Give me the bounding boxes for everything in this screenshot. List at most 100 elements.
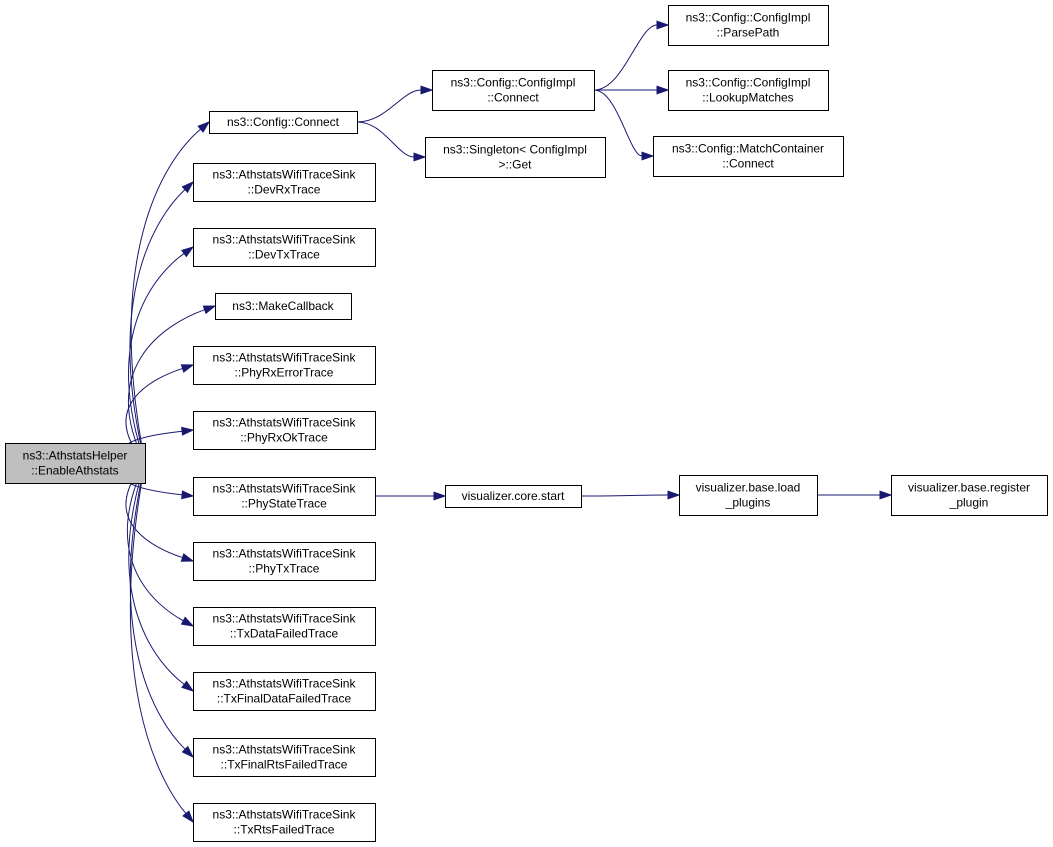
arrowhead-root-to-txrts <box>182 810 194 824</box>
edge-vizstart-to-vizload <box>580 494 669 497</box>
arrowhead-connect-to-cfgimplconnect <box>420 85 434 95</box>
node-label-phyrxerr-0: ns3::AthstatsWifiTraceSink <box>213 351 357 365</box>
node-vizstart[interactable]: visualizer.core.start <box>445 485 582 508</box>
node-box-matchconnect[interactable] <box>653 136 844 177</box>
node-txfinaldata[interactable]: ns3::AthstatsWifiTraceSink::TxFinalDataF… <box>193 672 376 711</box>
nodes-layer: ns3::AthstatsHelper::EnableAthstatsns3::… <box>5 5 1048 842</box>
node-box-vizregister[interactable] <box>891 475 1048 516</box>
node-label-singleton-1: >::Get <box>498 158 532 172</box>
node-label-vizstart-0: visualizer.core.start <box>462 489 565 503</box>
node-parsepath[interactable]: ns3::Config::ConfigImpl::ParsePath <box>668 5 829 46</box>
arrowhead-root-to-txdatafail <box>180 616 195 627</box>
node-devrx[interactable]: ns3::AthstatsWifiTraceSink::DevRxTrace <box>193 163 376 202</box>
node-label-phyrxerr-1: ::PhyRxErrorTrace <box>235 366 334 380</box>
node-label-makecb-0: ns3::MakeCallback <box>232 299 334 313</box>
node-box-singleton[interactable] <box>425 137 606 178</box>
node-box-phytx[interactable] <box>193 542 376 581</box>
node-box-txdatafail[interactable] <box>193 607 376 646</box>
node-label-parsepath-1: ::ParsePath <box>717 26 780 40</box>
node-label-cfgimplconnect-0: ns3::Config::ConfigImpl <box>451 76 576 90</box>
node-devtx[interactable]: ns3::AthstatsWifiTraceSink::DevTxTrace <box>193 228 376 267</box>
node-box-vizload[interactable] <box>679 475 818 516</box>
node-label-txfinaldata-0: ns3::AthstatsWifiTraceSink <box>213 677 357 691</box>
node-box-phyrxok[interactable] <box>193 411 376 450</box>
node-box-txfinaldata[interactable] <box>193 672 376 711</box>
node-vizregister[interactable]: visualizer.base.register_plugin <box>891 475 1048 516</box>
node-txdatafail[interactable]: ns3::AthstatsWifiTraceSink::TxDataFailed… <box>193 607 376 646</box>
node-phytx[interactable]: ns3::AthstatsWifiTraceSink::PhyTxTrace <box>193 542 376 581</box>
node-vizload[interactable]: visualizer.base.load_plugins <box>679 475 818 516</box>
node-label-lookup-0: ns3::Config::ConfigImpl <box>686 76 811 90</box>
node-box-root[interactable] <box>5 443 146 484</box>
arrowhead-root-to-phystate <box>181 490 195 500</box>
arrowhead-phystate-to-vizstart <box>433 491 447 501</box>
node-singleton[interactable]: ns3::Singleton< ConfigImpl>::Get <box>425 137 606 178</box>
node-label-txdatafail-1: ::TxDataFailedTrace <box>230 627 339 641</box>
node-lookup[interactable]: ns3::Config::ConfigImpl::LookupMatches <box>668 70 829 111</box>
edges-layer <box>124 20 893 824</box>
node-label-cfgimplconnect-1: ::Connect <box>487 91 539 105</box>
arrowhead-root-to-txfinaldata <box>181 680 195 692</box>
arrowhead-cfgimplconnect-to-lookup <box>656 85 670 95</box>
edge-cfgimplconnect-to-matchconnect <box>593 89 643 157</box>
arrowhead-root-to-phyrxerr <box>180 364 195 373</box>
node-root[interactable]: ns3::AthstatsHelper::EnableAthstats <box>5 443 146 484</box>
edge-connect-to-singleton <box>356 121 415 158</box>
arrowhead-root-to-devtx <box>181 246 195 258</box>
node-label-parsepath-0: ns3::Config::ConfigImpl <box>686 11 811 25</box>
edge-root-to-txfinalrts <box>129 462 186 750</box>
arrowhead-root-to-makecb <box>202 305 217 315</box>
edge-root-to-txfinaldata <box>128 462 185 685</box>
arrowhead-vizstart-to-vizload <box>667 490 681 500</box>
node-label-txrts-0: ns3::AthstatsWifiTraceSink <box>213 808 357 822</box>
node-box-phyrxerr[interactable] <box>193 346 376 385</box>
node-box-connect[interactable] <box>209 111 358 134</box>
node-box-makecb[interactable] <box>215 293 352 320</box>
node-label-txrts-1: ::TxRtsFailedTrace <box>234 823 335 837</box>
node-box-cfgimplconnect[interactable] <box>432 70 595 111</box>
node-phystate[interactable]: ns3::AthstatsWifiTraceSink::PhyStateTrac… <box>193 477 376 516</box>
edge-root-to-txdatafail <box>126 462 184 622</box>
node-box-vizstart[interactable] <box>445 485 582 508</box>
node-label-txfinaldata-1: ::TxFinalDataFailedTrace <box>217 692 352 706</box>
node-label-devtx-1: ::DevTxTrace <box>248 248 320 262</box>
arrowhead-cfgimplconnect-to-matchconnect <box>641 151 655 161</box>
node-box-parsepath[interactable] <box>668 5 829 46</box>
node-connect[interactable]: ns3::Config::Connect <box>209 111 358 134</box>
node-label-devrx-1: ::DevRxTrace <box>248 183 321 197</box>
arrowhead-root-to-phytx <box>180 553 195 562</box>
arrowhead-root-to-phyrxok <box>181 426 195 436</box>
node-box-devrx[interactable] <box>193 163 376 202</box>
node-phyrxok[interactable]: ns3::AthstatsWifiTraceSink::PhyRxOkTrace <box>193 411 376 450</box>
node-cfgimplconnect[interactable]: ns3::Config::ConfigImpl::Connect <box>432 70 595 111</box>
node-box-txrts[interactable] <box>193 803 376 842</box>
node-box-phystate[interactable] <box>193 477 376 516</box>
arrowhead-root-to-txfinalrts <box>181 745 195 759</box>
node-label-txfinalrts-1: ::TxFinalRtsFailedTrace <box>221 758 348 772</box>
node-label-phyrxok-1: ::PhyRxOkTrace <box>240 431 328 445</box>
node-label-singleton-0: ns3::Singleton< ConfigImpl <box>443 143 587 157</box>
node-label-lookup-1: ::LookupMatches <box>702 91 793 105</box>
node-matchconnect[interactable]: ns3::Config::MatchContainer::Connect <box>653 136 844 177</box>
node-label-root-0: ns3::AthstatsHelper <box>23 449 128 463</box>
edge-root-to-makecb <box>128 309 205 464</box>
node-label-txdatafail-0: ns3::AthstatsWifiTraceSink <box>213 612 357 626</box>
node-txrts[interactable]: ns3::AthstatsWifiTraceSink::TxRtsFailedT… <box>193 803 376 842</box>
edge-connect-to-cfgimplconnect <box>356 89 422 123</box>
node-label-vizregister-1: _plugin <box>949 496 989 510</box>
node-makecb[interactable]: ns3::MakeCallback <box>215 293 352 320</box>
edge-root-to-connect <box>130 128 201 464</box>
node-phyrxerr[interactable]: ns3::AthstatsWifiTraceSink::PhyRxErrorTr… <box>193 346 376 385</box>
arrowhead-root-to-devrx <box>181 180 195 194</box>
edge-cfgimplconnect-to-parsepath <box>593 24 658 91</box>
node-box-txfinalrts[interactable] <box>193 738 376 777</box>
node-box-devtx[interactable] <box>193 228 376 267</box>
edge-root-to-devtx <box>128 253 185 464</box>
node-label-vizregister-0: visualizer.base.register <box>908 481 1030 495</box>
node-label-root-1: ::EnableAthstats <box>31 464 118 478</box>
edge-root-to-devrx <box>129 189 186 464</box>
node-box-lookup[interactable] <box>668 70 829 111</box>
node-txfinalrts[interactable]: ns3::AthstatsWifiTraceSink::TxFinalRtsFa… <box>193 738 376 777</box>
node-label-phyrxok-0: ns3::AthstatsWifiTraceSink <box>213 416 357 430</box>
